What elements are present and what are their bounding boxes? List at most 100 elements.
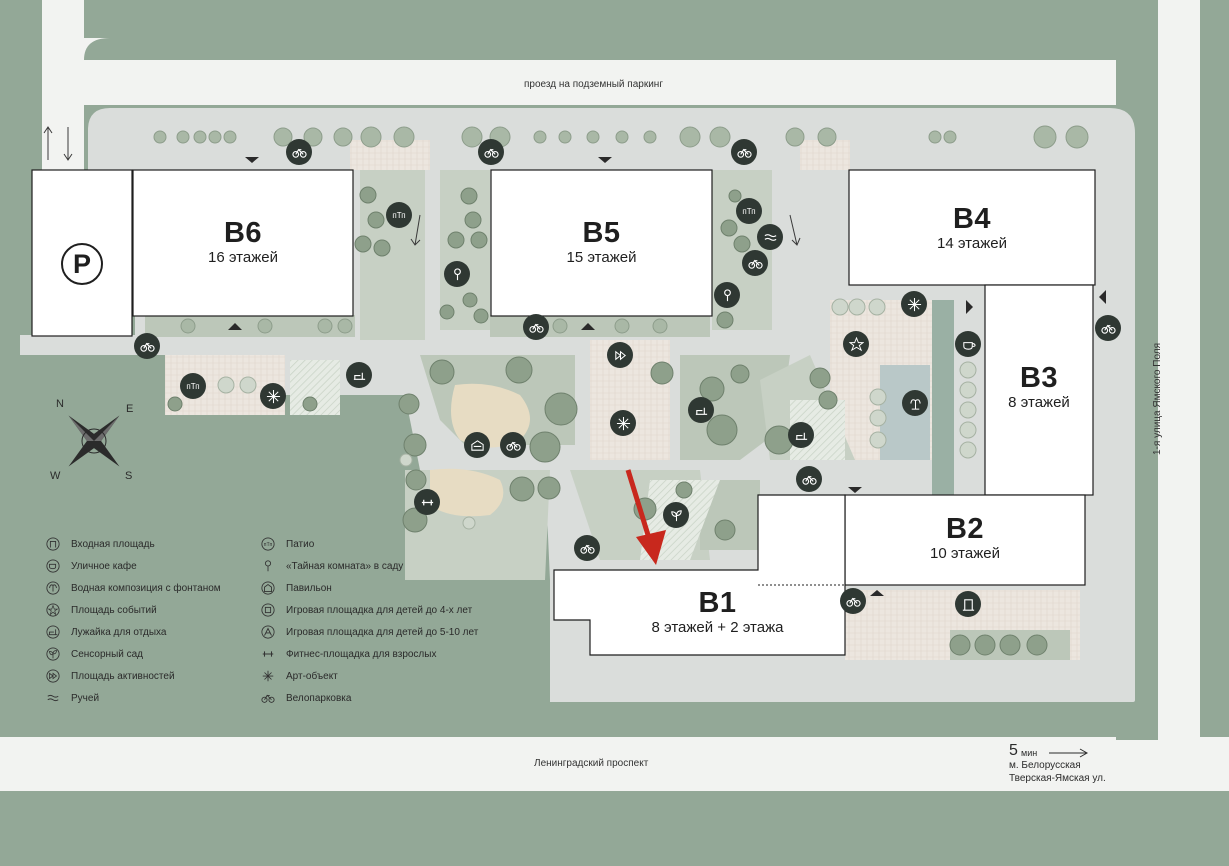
sensory-garden-icon	[45, 646, 61, 662]
events-area-marker[interactable]	[843, 331, 869, 357]
legend-label: Сенсорный сад	[71, 648, 144, 660]
legend: Входная площадь Уличное кафе Водная комп…	[45, 536, 505, 716]
patio-icon: пТп	[260, 536, 276, 552]
art-object-marker[interactable]	[260, 383, 286, 409]
legend-item: Ручей	[45, 690, 99, 706]
bike-parking-marker[interactable]	[796, 466, 822, 492]
legend-item: «Тайная комната» в саду	[260, 558, 403, 574]
building-b4[interactable]: В4 14 этажей	[849, 203, 1095, 253]
building-b6[interactable]: В6 16 этажей	[133, 217, 353, 267]
building-name: В1	[698, 587, 737, 619]
bike-parking-marker[interactable]	[523, 314, 549, 340]
activity-area-marker[interactable]	[607, 342, 633, 368]
legend-label: Уличное кафе	[71, 560, 137, 572]
bike-parking-marker[interactable]	[840, 588, 866, 614]
lawn-marker[interactable]	[346, 362, 372, 388]
building-floors: 14 этажей	[937, 235, 1007, 252]
sensory-garden-icon	[670, 509, 682, 521]
legend-label: Входная площадь	[71, 538, 155, 550]
building-b4-shape	[848, 169, 1096, 286]
legend-label: Ручей	[71, 692, 100, 704]
fountain-icon	[909, 398, 921, 410]
art-object-icon	[907, 297, 921, 311]
bike-parking-marker[interactable]	[742, 250, 768, 276]
fountain-marker[interactable]	[902, 390, 928, 416]
parking-building	[31, 169, 133, 337]
lawn-icon	[353, 372, 365, 380]
building-b2[interactable]: В2 10 этажей	[845, 513, 1085, 563]
art-object-icon	[616, 416, 630, 430]
legend-item: Площадь активностей	[45, 668, 175, 684]
legend-item: Лужайка для отдыха	[45, 624, 166, 640]
bike-parking-marker[interactable]	[134, 333, 160, 359]
building-name: В6	[223, 217, 263, 249]
bike-parking-marker[interactable]	[500, 432, 526, 458]
playground-toddler-icon	[260, 602, 276, 618]
building-b5[interactable]: В5 15 этажей	[491, 217, 712, 267]
secret-room-marker[interactable]	[714, 282, 740, 308]
patio-marker[interactable]: пТп	[180, 373, 206, 399]
compass-n: N	[56, 398, 64, 410]
building-floors: 15 этажей	[566, 249, 637, 266]
entrance-area-marker[interactable]	[955, 591, 981, 617]
bike-parking-icon	[139, 342, 155, 352]
bike-parking-icon	[260, 690, 276, 706]
legend-label: Велопарковка	[286, 692, 352, 704]
building-b3[interactable]: В3 8 этажей	[985, 362, 1093, 412]
secret-room-icon	[260, 558, 276, 574]
activity-area-icon	[614, 350, 626, 360]
lawn-marker[interactable]	[788, 422, 814, 448]
pavilion-icon	[470, 439, 484, 451]
art-object-marker[interactable]	[901, 291, 927, 317]
bike-parking-marker[interactable]	[1095, 315, 1121, 341]
lawn-marker[interactable]	[688, 397, 714, 423]
secret-room-marker[interactable]	[444, 261, 470, 287]
patio-marker[interactable]: пТп	[386, 202, 412, 228]
bike-parking-icon	[801, 475, 817, 485]
lawn-icon	[45, 624, 61, 640]
compass-e: E	[126, 403, 134, 415]
stream-icon	[45, 690, 61, 706]
art-object-marker[interactable]	[610, 410, 636, 436]
legend-item: Водная композиция с фонтаном	[45, 580, 221, 596]
legend-item: Входная площадь	[45, 536, 155, 552]
sensory-garden-marker[interactable]	[663, 502, 689, 528]
legend-item: Уличное кафе	[45, 558, 137, 574]
legend-item: Фитнес-площадка для взрослых	[260, 646, 436, 662]
legend-item: Игровая площадка для детей до 4-х лет	[260, 602, 472, 618]
building-name: В5	[582, 217, 621, 249]
pavilion-marker[interactable]	[464, 432, 490, 458]
top-road-label: проезд на подземный паркинг	[524, 79, 663, 90]
fitness-marker[interactable]	[414, 489, 440, 515]
metro-station: м. Белорусская	[1009, 760, 1081, 771]
building-floors: 8 этажей + 2 этажа	[651, 619, 784, 636]
street-cafe-marker[interactable]	[955, 331, 981, 357]
legend-item: Игровая площадка для детей до 5-10 лет	[260, 624, 478, 640]
legend-label: Павильон	[286, 582, 332, 594]
events-area-icon	[848, 336, 864, 351]
bike-parking-icon	[736, 148, 752, 158]
lawn-icon	[795, 432, 807, 440]
patio-icon: пТп	[742, 206, 756, 216]
bike-parking-marker[interactable]	[731, 139, 757, 165]
legend-label: Игровая площадка для детей до 5-10 лет	[286, 626, 479, 638]
stream-marker[interactable]	[757, 224, 783, 250]
right-road	[1158, 0, 1200, 740]
lawn-icon	[695, 407, 707, 415]
legend-label: Арт-объект	[286, 670, 338, 682]
metro-street: Тверская-Ямская ул.	[1009, 773, 1106, 784]
bike-parking-icon	[528, 323, 544, 333]
bike-parking-marker[interactable]	[574, 535, 600, 561]
playground-kids-icon	[260, 624, 276, 640]
patio-marker[interactable]: пТп	[736, 198, 762, 224]
building-b6-shape	[132, 169, 354, 317]
right-road-label: 1-я улица Ямского Поля	[1152, 342, 1163, 455]
building-b1[interactable]: В1 8 этажей + 2 этажа	[590, 587, 845, 637]
building-name: В3	[1019, 362, 1059, 394]
building-b3-shape	[984, 284, 1094, 496]
legend-item: пТп Патио	[260, 536, 314, 552]
bike-parking-marker[interactable]	[478, 139, 504, 165]
bike-parking-marker[interactable]	[286, 139, 312, 165]
